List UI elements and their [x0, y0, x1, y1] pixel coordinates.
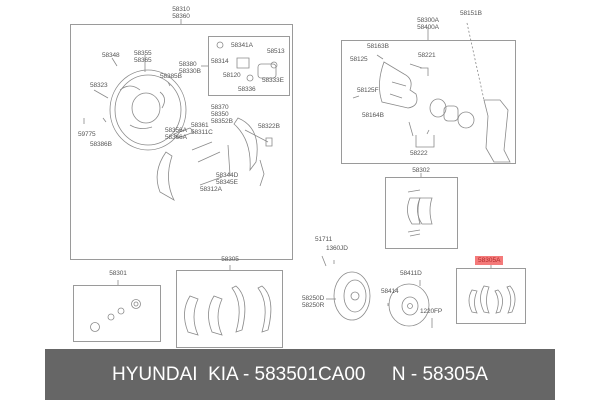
label-58411D: 58411D: [400, 270, 422, 277]
label-51711: 51711: [315, 236, 333, 243]
label-1360JD: 1360JD: [326, 245, 348, 252]
label-58344D: 58344D 58345E: [216, 172, 239, 186]
label-58361: 58361 58311C: [191, 122, 213, 136]
label-58322B: 58322B: [258, 123, 280, 130]
label-58323: 58323: [90, 82, 108, 89]
rear-shoe-set-box: [176, 270, 283, 348]
label-58386B: 58386B: [90, 141, 112, 148]
highlighted-part-label-58305A[interactable]: 58305A: [475, 256, 504, 265]
wheel-cylinder-subassembly-box: [208, 36, 290, 96]
label-58305: 58305: [221, 256, 239, 263]
label-58348: 58348: [102, 52, 120, 59]
label-58221: 58221: [418, 52, 436, 59]
label-58222: 58222: [410, 150, 428, 157]
highlighted-shoe-set-box: [456, 268, 526, 324]
front-pad-kit-box: [385, 177, 458, 249]
label-58301: 58301: [109, 270, 127, 277]
label-58125F: 58125F: [357, 87, 379, 94]
label-58513: 58513: [267, 48, 285, 55]
label-1220FP: 1220FP: [420, 308, 443, 315]
label-58250D: 58250D 58250R: [302, 295, 325, 309]
label-58341A: 58341A: [231, 42, 253, 49]
rear-drum-brake-box: [70, 24, 293, 260]
label-58163B: 58163B: [367, 43, 389, 50]
label-58333E: 58333E: [262, 77, 284, 84]
part-number-banner: HYUNDAI KIA - 583501CA00 N - 58305A: [45, 349, 555, 400]
label-58120: 58120: [223, 72, 241, 79]
label-58125: 58125: [350, 56, 368, 63]
label-59775: 59775: [78, 131, 96, 138]
label-58355: 58355 58365: [134, 50, 152, 64]
label-58336: 58336: [238, 86, 256, 93]
label-58164B: 58164B: [362, 112, 384, 119]
label-58151B: 58151B: [460, 10, 482, 17]
label-58385B: 58385B: [160, 73, 182, 80]
label-58310: 58310 58360: [172, 6, 190, 20]
label-58356A: 58356A 58366A: [165, 127, 187, 141]
label-58414: 58414: [381, 288, 399, 295]
wheel-cylinder-kit-box: [73, 285, 161, 342]
label-58300A: 58300A 58400A: [417, 17, 439, 31]
front-caliper-box: [341, 40, 516, 164]
label-58370: 58370 58350 58352B: [211, 104, 233, 125]
label-58312A: 58312A: [200, 186, 222, 193]
label-58302: 58302: [412, 167, 430, 174]
label-58380: 58380 58330B: [179, 61, 201, 75]
label-58314: 58314: [211, 58, 229, 65]
